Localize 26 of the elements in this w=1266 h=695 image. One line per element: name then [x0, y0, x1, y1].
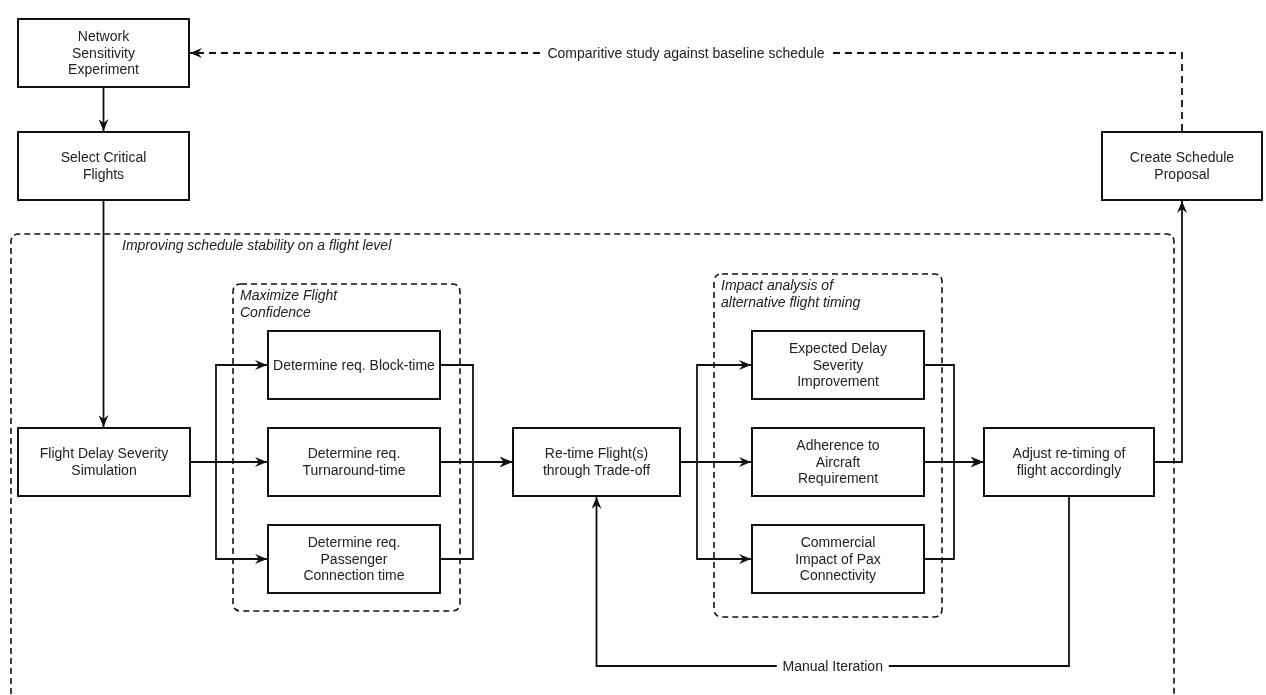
- group-title: Improving schedule stability on a flight level: [122, 237, 392, 254]
- process-box: Select Critical Flights: [17, 131, 190, 201]
- arrow: [924, 457, 984, 560]
- process-box: Determine req. Passenger Connection time: [267, 524, 441, 594]
- process-box: Determine req. Block-time: [267, 330, 441, 400]
- group-title: Impact analysis of alternative flight timing: [721, 277, 862, 311]
- process-box: Re-time Flight(s) through Trade-off: [512, 427, 681, 497]
- process-box: Network Sensitivity Experiment: [17, 18, 190, 88]
- process-box: Expected Delay Severity Improvement: [751, 330, 925, 400]
- process-box: Commercial Impact of Pax Connectivity: [751, 524, 925, 594]
- arrow: [98, 200, 109, 428]
- arrow: [1154, 200, 1187, 463]
- arrow: [98, 87, 109, 132]
- edge-label: Manual Iteration: [776, 658, 889, 674]
- arrow: [190, 461, 268, 564]
- arrow: [680, 461, 752, 564]
- process-box: Create Schedule Proposal: [1101, 131, 1263, 201]
- group-frame: [713, 273, 943, 618]
- process-box: Adjust re-timing of flight accordingly: [983, 427, 1155, 497]
- process-box: Determine req. Turnaround-time: [267, 427, 441, 497]
- arrow: [440, 457, 513, 560]
- group-frame: [10, 233, 1175, 694]
- group-frame: [232, 283, 461, 612]
- process-box: Flight Delay Severity Simulation: [17, 427, 191, 497]
- process-box: Adherence to Aircraft Requirement: [751, 427, 925, 497]
- group-title: Maximize Flight Confidence: [240, 287, 339, 321]
